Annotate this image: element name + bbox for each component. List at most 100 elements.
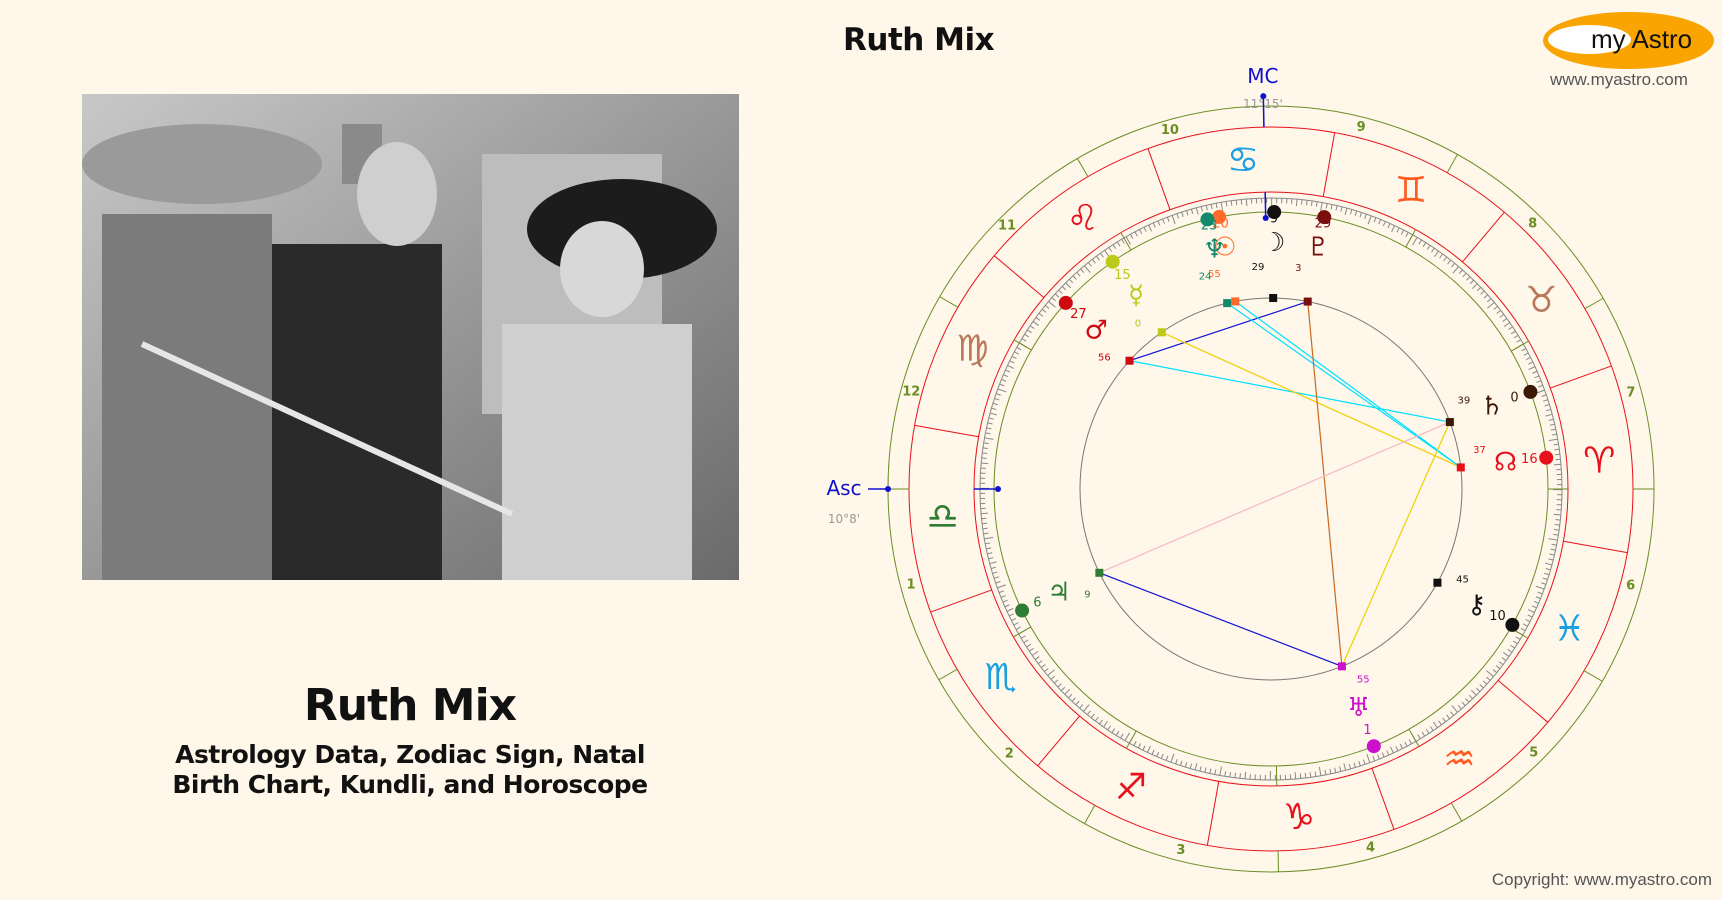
person-name-heading: Ruth Mix [303,680,517,731]
degree-tick [986,547,992,550]
degree-tick [1133,740,1137,746]
degree-tick [1434,250,1439,258]
degree-tick [1204,767,1207,773]
degree-tick [1229,772,1232,778]
degree-tick [1417,734,1421,740]
pluto-marker [1317,210,1332,225]
aspect-circle [1079,297,1463,681]
house-number-4: 4 [1366,840,1375,855]
sun-icon: ☉ [1213,232,1236,262]
degree-tick [1021,338,1027,342]
aspect-quincunx-line [1307,301,1343,667]
asc-dot [885,486,891,492]
degree-tick [1299,773,1302,779]
degree-tick [1041,308,1047,313]
degree-tick [992,402,998,406]
degree-tick [997,584,1006,589]
degree-tick [1536,389,1545,394]
degree-tick [1060,686,1066,692]
degree-tick [1405,232,1409,238]
house-cusp-outer [1076,158,1089,177]
degree-tick [1549,553,1555,556]
degree-tick [1194,763,1198,771]
degree-tick [1343,763,1347,771]
north-node-marker [1539,450,1554,465]
aspect-trine-line [1161,331,1462,468]
zodiac-scorpio-icon: ♏ [985,657,1017,698]
zodiac-leo-icon: ♌ [1066,198,1098,239]
degree-tick [1551,433,1557,436]
degree-tick [1235,200,1238,206]
pluto-icon: ♇ [1307,233,1330,263]
degree-tick [1377,754,1380,760]
degree-tick [1139,229,1143,235]
degree-tick [1382,221,1386,227]
jupiter-degree: 6 [1033,596,1041,611]
degree-tick [1121,238,1125,244]
degree-tick [1412,237,1418,246]
degree-tick [1184,762,1188,768]
house-cusp-inner [1510,340,1529,352]
degree-tick [1020,635,1026,639]
degree-tick [1239,773,1241,779]
sign-boundary [1037,715,1080,767]
subtitle-line-2: Birth Chart, Kundli, and Horoscope [172,770,648,799]
degree-tick [1486,298,1492,303]
degree-tick [1510,330,1516,335]
aspect-square-line [1129,360,1450,423]
degree-tick [1006,607,1014,612]
degree-tick [1527,614,1533,618]
degree-tick [1079,704,1084,709]
degree-tick [1011,617,1017,621]
degree-tick [1335,205,1338,211]
moon-aspect-point [1269,294,1278,303]
degree-tick [1553,463,1561,466]
degree-tick [992,571,998,574]
myastro-logo[interactable]: my Astro [1543,12,1714,69]
degree-tick [1189,763,1193,769]
degree-tick [1016,346,1022,351]
degree-tick [1471,283,1478,289]
degree-tick [1381,752,1385,758]
degree-tick [1107,725,1111,731]
neptune-minutes: 24 [1199,272,1212,283]
chiron-degree: 10 [1489,609,1506,624]
site-url-link[interactable]: www.myastro.com [1550,70,1688,89]
mercury-aspect-point [1157,328,1166,337]
degree-tick [1031,650,1039,656]
house-number-1: 1 [907,578,916,593]
house-number-7: 7 [1626,385,1635,400]
degree-tick [1555,458,1561,461]
degree-tick [985,432,991,435]
degree-tick [1531,605,1537,609]
logo-text: my Astro [1591,24,1693,54]
degree-tick [1549,423,1555,426]
sun-aspect-point [1231,297,1240,306]
asc-label: Asc [826,476,861,500]
degree-tick [1029,647,1034,652]
mc-degree-label: 11°15' [1243,97,1283,111]
degree-tick [1108,247,1113,252]
mars-aspect-point [1125,356,1134,365]
subtitle-line-1: Astrology Data, Zodiac Sign, Natal [175,740,645,769]
degree-tick [1304,772,1307,778]
degree-tick [1483,294,1489,299]
degree-tick [1086,710,1091,716]
degree-tick [1071,697,1076,702]
sign-boundary [1322,132,1336,197]
degree-tick [1124,732,1130,741]
degree-tick [1458,269,1463,274]
degree-tick [1553,533,1559,536]
mercury-minutes: 0 [1135,318,1141,329]
degree-tick [1075,700,1080,706]
degree-tick [1156,751,1160,757]
aspect-sextile-line [1129,300,1308,362]
degree-tick [1095,255,1100,261]
degree-tick [1084,265,1091,273]
degree-tick [1510,644,1515,649]
degree-tick [1528,361,1534,365]
degree-tick [1432,721,1438,729]
asc-degree-label: 10°8' [828,512,860,526]
house-number-12: 12 [902,385,920,400]
degree-tick [1544,572,1550,576]
